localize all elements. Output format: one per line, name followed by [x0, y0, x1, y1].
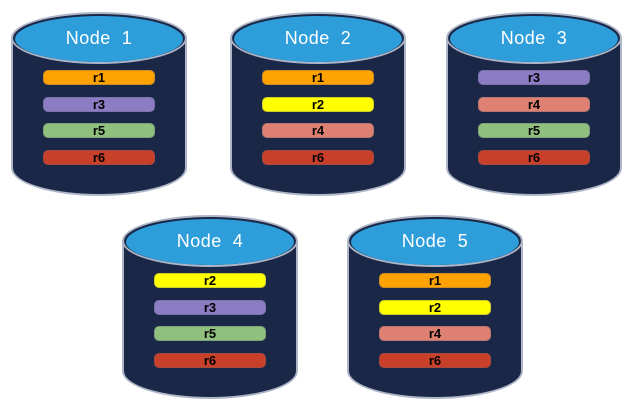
cylinder-body: [122, 241, 298, 399]
node-cylinder-1: Node 1 r1 r3 r5 r6: [11, 12, 187, 196]
replica-bar-list: r1 r2 r4 r6: [379, 273, 491, 368]
replica-bar: r6: [154, 352, 266, 368]
replica-bar: r6: [43, 149, 155, 165]
replica-bar: r6: [478, 149, 590, 165]
cylinder-body: [446, 38, 622, 196]
replica-bar: r6: [262, 149, 374, 165]
replica-bar: r1: [379, 273, 491, 288]
replica-bar: r4: [379, 326, 491, 341]
cylinder-top: Node 1: [15, 16, 183, 62]
node-label: Node 4: [176, 230, 244, 251]
replica-bar: r5: [478, 123, 590, 138]
replica-bar: r4: [262, 123, 374, 138]
cylinder-body: [347, 241, 523, 399]
node-label: Node 5: [401, 230, 469, 251]
node-label: Node 2: [284, 27, 352, 48]
replica-bar: r3: [478, 70, 590, 85]
node-cylinder-2: Node 2 r1 r2 r4 r6: [230, 12, 406, 196]
replica-bar-list: r1 r2 r4 r6: [262, 70, 374, 165]
replica-bar: r2: [154, 273, 266, 288]
cylinder-top: Node 4: [126, 219, 294, 265]
cylinder-top: Node 3: [450, 16, 618, 62]
node-label: Node 1: [65, 27, 133, 48]
replica-bar: r2: [262, 96, 374, 112]
node-label: Node 3: [500, 27, 568, 48]
replica-bar: r3: [154, 299, 266, 315]
replica-bar: r3: [43, 96, 155, 112]
replica-bar-list: r2 r3 r5 r6: [154, 273, 266, 368]
node-cylinder-4: Node 4 r2 r3 r5 r6: [122, 215, 298, 399]
replica-bar-list: r1 r3 r5 r6: [43, 70, 155, 165]
replica-bar: r5: [154, 326, 266, 341]
replica-bar: r1: [43, 70, 155, 85]
replica-bar: r5: [43, 123, 155, 138]
node-cylinder-5: Node 5 r1 r2 r4 r6: [347, 215, 523, 399]
replica-bar: r4: [478, 96, 590, 112]
cylinder-top: Node 5: [351, 219, 519, 265]
cylinder-body: [230, 38, 406, 196]
cylinder-top: Node 2: [234, 16, 402, 62]
replica-bar: r1: [262, 70, 374, 85]
cylinder-body: [11, 38, 187, 196]
node-cylinder-3: Node 3 r3 r4 r5 r6: [446, 12, 622, 196]
replica-bar: r2: [379, 299, 491, 315]
replica-bar-list: r3 r4 r5 r6: [478, 70, 590, 165]
replica-bar: r6: [379, 352, 491, 368]
